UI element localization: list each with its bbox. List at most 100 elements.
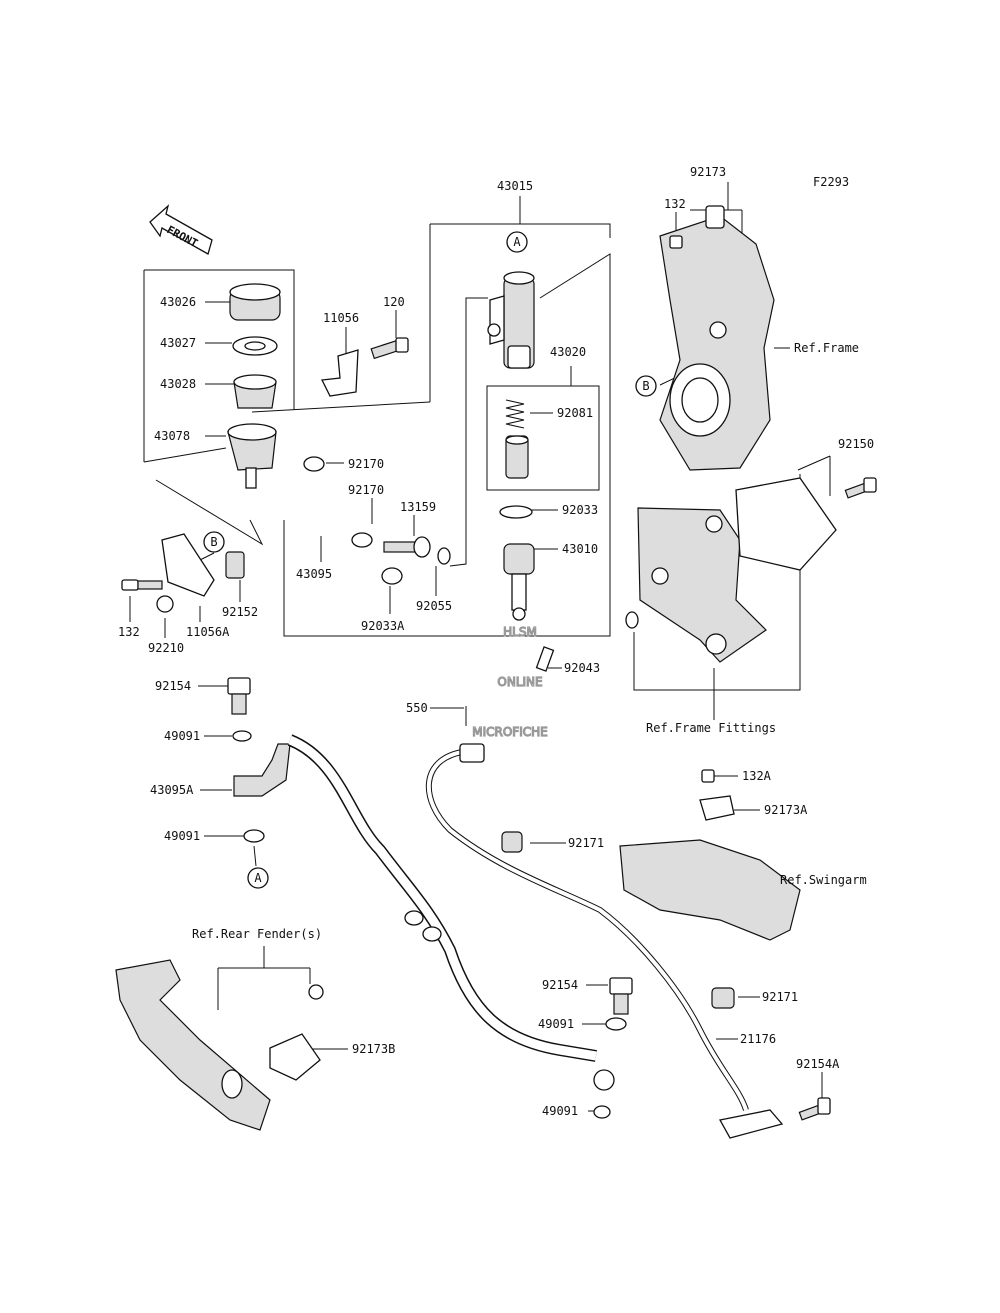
label-92033: 92033 — [562, 503, 598, 517]
label-43028: 43028 — [160, 377, 196, 391]
bolt-120 — [370, 337, 409, 360]
svg-text:A: A — [513, 235, 521, 249]
master-cylinder-group-frame — [251, 196, 611, 637]
hose-43095 — [296, 485, 346, 533]
watermark: HLSM ONLINE MICROFICHE — [472, 624, 549, 739]
label-92171-a: 92171 — [568, 836, 604, 850]
spring-92081 — [505, 399, 525, 429]
circlip-92033A — [381, 567, 403, 585]
callout-a-bottom: A — [247, 867, 269, 889]
frame-fittings-frame — [633, 455, 831, 691]
nut-92210 — [156, 595, 174, 613]
washer-49091-b — [243, 829, 265, 843]
rubber-92152 — [225, 551, 245, 579]
bolt-132-top — [669, 235, 683, 249]
label-43026: 43026 — [160, 295, 196, 309]
label-120: 120 — [383, 295, 405, 309]
label-11056: 11056 — [323, 311, 359, 325]
label-43010: 43010 — [562, 542, 598, 556]
callout-b-left: B — [203, 531, 225, 553]
label-21176: 21176 — [740, 1032, 776, 1046]
clip-92173A — [699, 795, 735, 821]
label-92171-b: 92171 — [762, 990, 798, 1004]
label-43027: 43027 — [160, 336, 196, 350]
clamp-92170-a — [303, 456, 325, 472]
front-arrow-icon: FRONT — [149, 204, 213, 255]
pushrod-43010 — [503, 543, 535, 621]
label-43095A: 43095A — [150, 783, 194, 797]
label-11056A: 11056A — [186, 625, 230, 639]
circlip-92033 — [499, 505, 533, 519]
clip-92173 — [705, 205, 725, 229]
label-92154A: 92154A — [796, 1057, 840, 1071]
label-49091-d: 49091 — [542, 1104, 578, 1118]
label-92170-b: 92170 — [348, 483, 384, 497]
label-ref-frame: Ref.Frame — [794, 341, 859, 355]
label-43020: 43020 — [550, 345, 586, 359]
label-132A: 132A — [742, 769, 772, 783]
reservoir-cap — [229, 283, 281, 321]
label-49091-c: 49091 — [538, 1017, 574, 1031]
label-92173: 92173 — [690, 165, 726, 179]
bolt-132A — [701, 769, 715, 783]
bolt-132-left — [121, 579, 163, 591]
frame-bracket-upper — [659, 215, 775, 471]
bolt-rear-fender — [308, 984, 324, 1000]
label-92150: 92150 — [838, 437, 874, 451]
banjo-bolt-92154-a — [227, 677, 251, 715]
callout-a-top: A — [506, 231, 528, 253]
swingarm — [619, 839, 801, 941]
label-43078: 43078 — [154, 429, 190, 443]
label-49091-b: 49091 — [164, 829, 200, 843]
label-92055: 92055 — [416, 599, 452, 613]
clip-92173B — [269, 1033, 321, 1081]
label-ref-rear-fender: Ref.Rear Fender(s) — [192, 927, 322, 941]
label-92154-a: 92154 — [155, 679, 191, 693]
master-cylinder-body — [487, 271, 535, 369]
brake-hose — [287, 734, 615, 1091]
washer-49091-d — [593, 1105, 611, 1119]
pin-92043 — [535, 646, 555, 672]
washer-49091-c — [605, 1017, 627, 1031]
label-ref-frame-fittings: Ref.Frame Fittings — [646, 721, 776, 735]
piston-assembly — [505, 435, 529, 479]
svg-text:A: A — [254, 871, 262, 885]
watermark-line2: ONLINE — [497, 675, 542, 689]
label-132-left: 132 — [118, 625, 140, 639]
label-92210: 92210 — [148, 641, 184, 655]
label-ref-swingarm: Ref.Swingarm — [780, 873, 867, 887]
watermark-line1: HLSM — [503, 625, 537, 639]
reservoir-diaphragm — [233, 374, 277, 409]
fitting-13159 — [383, 536, 431, 558]
bolt-92154A — [798, 1097, 831, 1121]
reservoir-body — [227, 423, 277, 489]
figure-code: F2293 — [813, 175, 849, 189]
washer-small — [625, 611, 639, 629]
label-550: 550 — [406, 701, 428, 715]
banjo-bolt-92154-b — [609, 977, 633, 1015]
label-49091-a: 49091 — [164, 729, 200, 743]
washer-49091-a — [232, 730, 252, 742]
label-92173B: 92173B — [352, 1042, 395, 1056]
watermark-line3: MICROFICHE — [472, 725, 547, 739]
hose-fitting-43095A — [233, 743, 291, 797]
o-ring-92055 — [437, 547, 451, 565]
bracket-11056A — [161, 533, 215, 597]
label-92152: 92152 — [222, 605, 258, 619]
label-132-top: 132 — [664, 197, 686, 211]
label-43015: 43015 — [497, 179, 533, 193]
bolt-92150 — [844, 477, 877, 499]
svg-text:B: B — [642, 379, 649, 393]
rear-fender — [115, 959, 271, 1131]
clamp-92171-b — [711, 987, 735, 1009]
label-92173A: 92173A — [764, 803, 808, 817]
reservoir-plate — [232, 336, 278, 356]
part-labels: 43015 92173 132 43026 43027 43028 43078 … — [118, 165, 874, 1118]
label-92033A: 92033A — [361, 619, 405, 633]
sensor-cable-21176 — [425, 743, 784, 1139]
label-92154-b: 92154 — [542, 978, 578, 992]
label-92043: 92043 — [564, 661, 600, 675]
clamp-92170-b — [351, 532, 373, 548]
